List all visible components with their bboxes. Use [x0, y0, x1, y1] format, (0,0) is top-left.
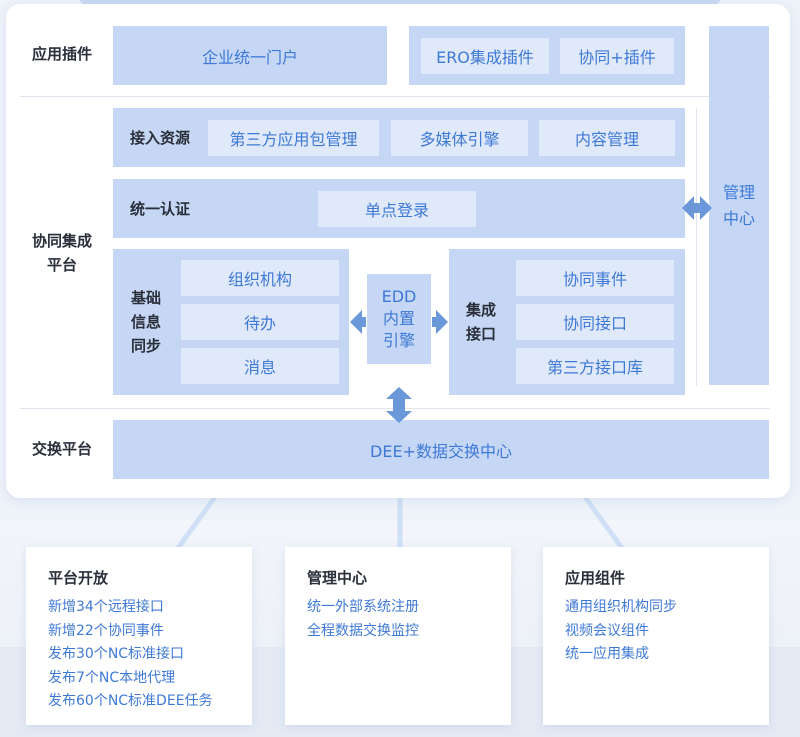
- card-item: 全程数据交换监控: [307, 622, 419, 639]
- card-platform-open: 平台开放 新增34个远程接口 新增22个协同事件 发布30个NC标准接口 发布7…: [26, 547, 252, 725]
- card-item: 统一外部系统注册: [307, 599, 419, 615]
- row-label-app-plugins: 应用插件: [31, 45, 92, 63]
- card-management-center: 管理中心 统一外部系统注册 全程数据交换监控: [285, 547, 511, 725]
- enterprise-portal-box: 企业统一门户: [113, 26, 387, 85]
- collab-plus-plugin-box: 协同+插件: [560, 38, 674, 74]
- sso-box: 单点登录: [318, 191, 476, 227]
- ero-plugin-box: ERO集成插件: [421, 38, 549, 74]
- divider-vertical: [696, 108, 697, 386]
- third-party-package-box: 第三方应用包管理: [208, 120, 379, 156]
- access-resources-label: 接入资源: [129, 128, 190, 147]
- card-item: 发布60个NC标准DEE任务: [48, 693, 213, 709]
- arrow-management-double-icon: [682, 196, 712, 220]
- dee-exchange-center-box: DEE+数据交换中心: [113, 420, 769, 479]
- card-title: 应用组件: [565, 569, 626, 587]
- basic-sync-label: 基础 信息 同步: [130, 289, 161, 355]
- card-item: 新增34个远程接口: [48, 599, 164, 615]
- arrow-edd-right-icon: [432, 310, 448, 334]
- card-item: 发布30个NC标准接口: [48, 646, 185, 662]
- collab-events-box: 协同事件: [516, 260, 674, 296]
- card-item: 统一应用集成: [565, 646, 649, 662]
- card-item: 发布7个NC本地代理: [48, 669, 176, 686]
- connector-line-left: [175, 495, 218, 550]
- collab-interface-box: 协同接口: [516, 304, 674, 340]
- card-item: 新增22个协同事件: [48, 622, 164, 639]
- row-label-collab-platform: 协同集成 平台: [31, 232, 92, 274]
- card-app-components: 应用组件 通用组织机构同步 视频会议组件 统一应用集成: [543, 547, 769, 725]
- card-item: 通用组织机构同步: [565, 599, 677, 615]
- message-box: 消息: [181, 348, 339, 384]
- edd-engine-box: EDD 内置 引擎: [367, 274, 431, 364]
- content-management-box: 内容管理: [539, 120, 675, 156]
- arrow-edd-left-icon: [350, 310, 366, 334]
- arrow-exchange-double-icon: [386, 387, 412, 423]
- row-label-exchange-platform: 交换平台: [31, 440, 92, 458]
- multimedia-engine-box: 多媒体引擎: [391, 120, 528, 156]
- todo-box: 待办: [181, 304, 339, 340]
- connector-line-right: [582, 495, 625, 550]
- integration-label: 集成 接口: [465, 301, 496, 343]
- card-title: 管理中心: [307, 569, 368, 587]
- card-title: 平台开放: [48, 569, 109, 587]
- org-structure-box: 组织机构: [181, 260, 339, 296]
- divider-top: [20, 96, 770, 97]
- unified-auth-label: 统一认证: [129, 199, 190, 218]
- top-strip: [80, 0, 720, 4]
- third-party-interface-lib-box: 第三方接口库: [516, 348, 674, 384]
- card-item: 视频会议组件: [565, 622, 649, 639]
- management-center-column: 管理 中心: [709, 26, 769, 385]
